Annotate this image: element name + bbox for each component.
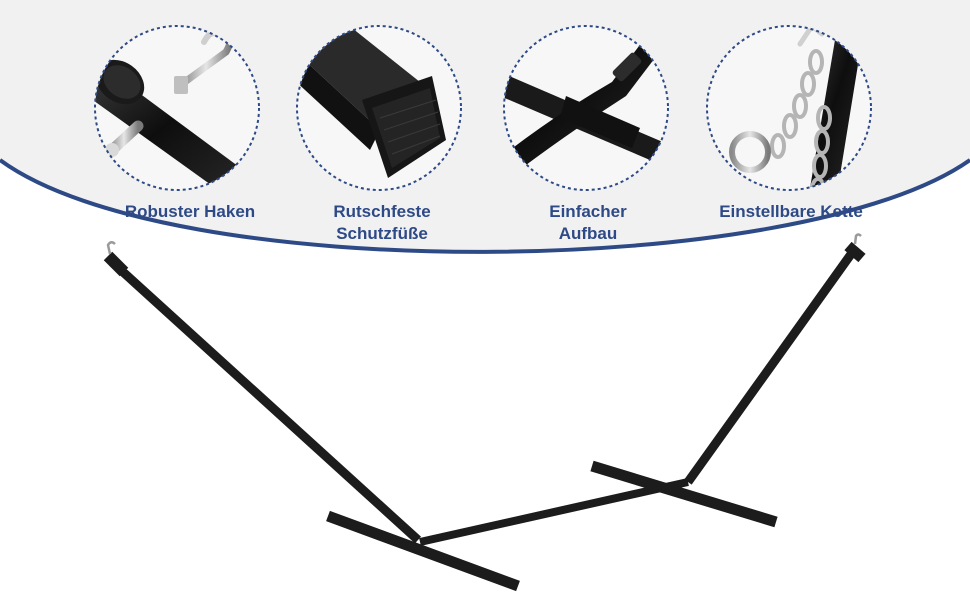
banner-curve-line <box>0 158 970 254</box>
feature-label-setup: Einfacher Aufbau <box>496 201 680 245</box>
feature-label-line: Einfacher <box>549 202 627 221</box>
feature-label-hook: Robuster Haken <box>98 201 282 223</box>
feature-label-line: Einstellbare Kette <box>719 202 863 221</box>
feature-label-line: Robuster Haken <box>124 202 256 221</box>
feature-label-line: Aufbau <box>558 224 618 243</box>
chain-closeup-icon <box>706 25 872 191</box>
hammock-stand-frame <box>103 233 866 592</box>
feature-label-line: Schutzfüße <box>336 224 428 243</box>
feature-label-chain: Einstellbare Kette <box>698 201 884 223</box>
feature-label-line: Rutschfeste <box>333 202 431 221</box>
foot-cap-closeup-icon <box>296 25 462 191</box>
frame-joint-closeup-icon <box>503 25 669 191</box>
feature-label-feet: Rutschfeste Schutzfüße <box>290 201 474 245</box>
